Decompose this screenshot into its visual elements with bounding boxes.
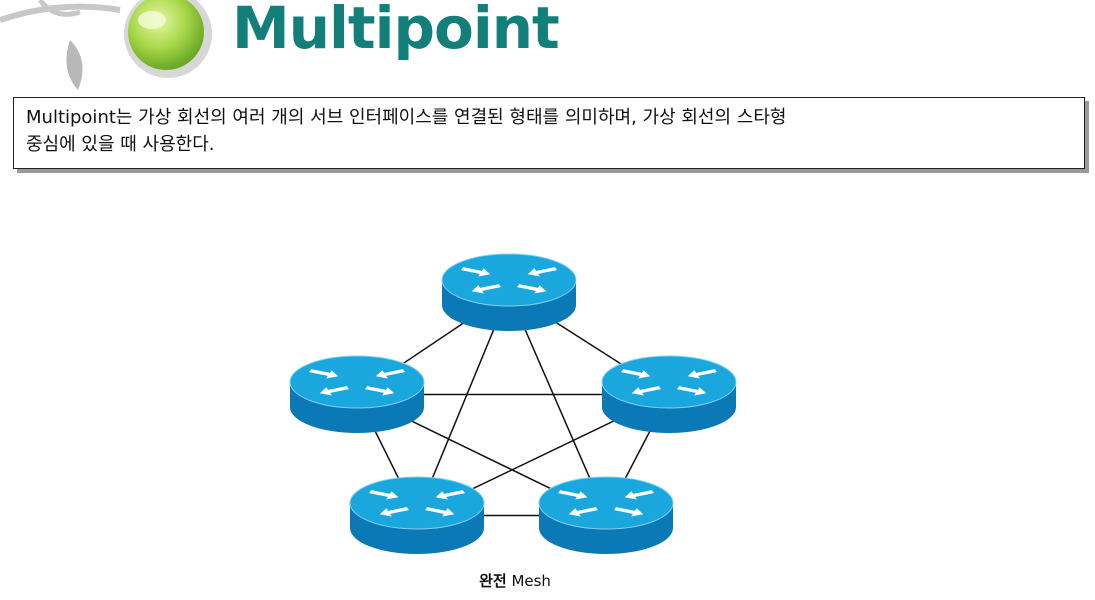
router-icon [289, 355, 425, 433]
router-icon [538, 476, 674, 554]
description-line-1: Multipoint는 가상 회선의 여러 개의 서브 인터페이스를 연결된 형… [26, 107, 787, 128]
leaf-logo-icon [0, 0, 212, 90]
caption-rest: Mesh [506, 572, 551, 590]
router-icon [349, 476, 485, 554]
page-title: Multipoint [232, 0, 560, 62]
description-box: Multipoint는 가상 회선의 여러 개의 서브 인터페이스를 연결된 형… [13, 97, 1085, 169]
router-icon [441, 253, 577, 331]
diagram-caption: 완전 Mesh [0, 570, 1030, 591]
routers [289, 253, 737, 554]
caption-bold: 완전 [479, 572, 507, 590]
description-line-2: 중심에 있을 때 사용한다. [26, 134, 215, 155]
router-icon [601, 355, 737, 433]
